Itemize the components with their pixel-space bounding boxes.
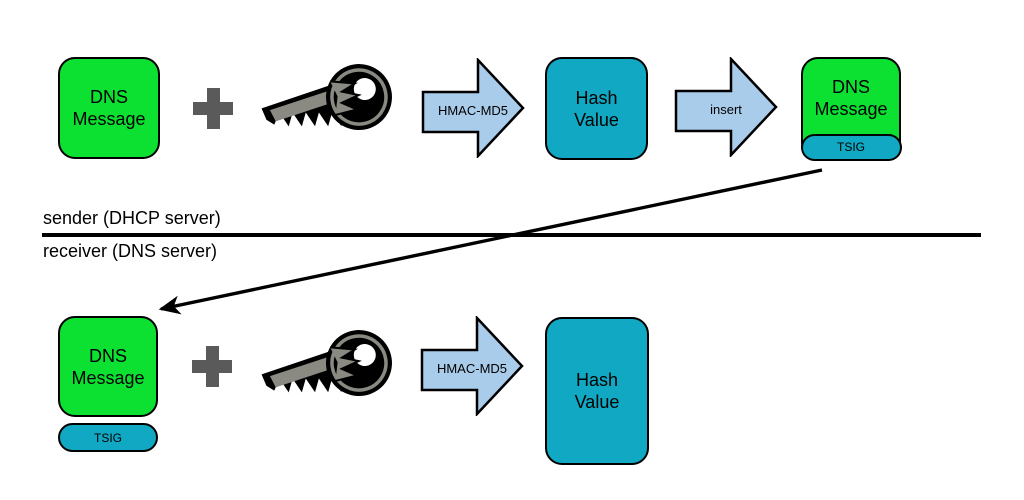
key-icon [261, 330, 392, 397]
transmit-arrow-line [158, 168, 823, 315]
right-block-arrow-icon [420, 316, 524, 416]
sender-hmac-md5-arrow: HMAC-MD5 [421, 58, 525, 158]
secret-key-icon [258, 320, 398, 424]
sender-dns-message-box: DNS Message [58, 57, 160, 159]
receiver-hash-value-label: Hash Value [574, 370, 620, 412]
secret-key-icon [258, 54, 398, 158]
receiver-hmac-md5-arrow: HMAC-MD5 [420, 316, 524, 416]
sender-label: sender (DHCP server) [43, 208, 221, 228]
right-block-arrow-icon [421, 58, 525, 158]
signed-tsig-label: TSIG [836, 140, 865, 154]
sender-hash-value-label: Hash Value [574, 87, 619, 130]
sender-dns-message-label: DNS Message [72, 87, 146, 129]
insert-arrow: insert [674, 57, 778, 157]
right-block-arrow-icon [674, 57, 778, 157]
plus-icon [192, 346, 233, 387]
receiver-hmac-md5-arrow-label: HMAC-MD5 [436, 361, 508, 376]
key-icon [261, 64, 392, 131]
plus-vertical-bar [205, 346, 219, 387]
plus-vertical-bar [206, 88, 220, 129]
receiver-tsig-badge: TSIG [58, 423, 158, 452]
receiver-dns-message-label: DNS Message [71, 345, 145, 388]
sender-hash-value-box: Hash Value [545, 57, 648, 160]
signed-tsig-badge: TSIG [800, 133, 902, 161]
signed-dns-message-box: DNS Message TSIG [800, 57, 902, 161]
plus-icon [193, 88, 234, 129]
receiver-hash-value-box: Hash Value [545, 317, 649, 465]
insert-arrow-label: insert [710, 102, 742, 117]
receiver-label: receiver (DNS server) [43, 241, 218, 261]
receiver-tsig-label: TSIG [93, 430, 122, 445]
sender-hmac-md5-arrow-label: HMAC-MD5 [437, 103, 509, 118]
receiver-dns-message-box: DNS Message [58, 316, 158, 417]
signed-dns-message-label: DNS Message [814, 76, 888, 119]
sender-receiver-divider-line [42, 233, 981, 237]
